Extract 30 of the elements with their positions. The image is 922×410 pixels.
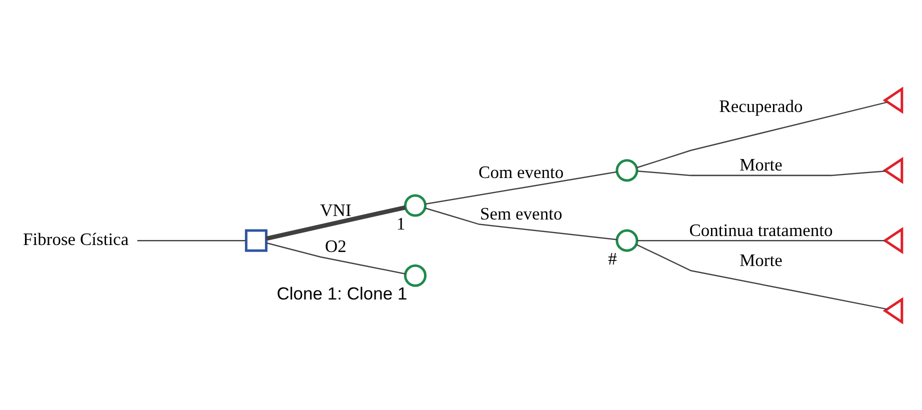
- connector: [425, 207, 618, 240]
- edge-label: O2: [325, 236, 346, 256]
- edge-label: Sem evento: [480, 203, 562, 224]
- connector: [636, 101, 888, 168]
- node-triangle: [882, 296, 904, 324]
- node-circle: [616, 158, 638, 182]
- node-text: Fibrose Cística: [23, 228, 129, 249]
- node-label: 1: [396, 213, 406, 234]
- node-circle: [616, 228, 638, 252]
- edge-label: Continua tratamento: [689, 219, 833, 240]
- edge-label: Com evento: [478, 162, 564, 182]
- node-label: Clone 1: Clone 1: [276, 283, 408, 304]
- node-triangle: [882, 156, 904, 184]
- connector: [266, 204, 406, 240]
- connector: [266, 242, 406, 274]
- edge-label: Recuperado: [719, 95, 803, 116]
- connector: [637, 239, 885, 241]
- connector: [637, 170, 886, 176]
- edge-label: Morte: [740, 249, 782, 270]
- connector: [425, 170, 618, 204]
- node-triangle: [882, 86, 904, 114]
- node-label: #: [608, 248, 617, 268]
- edge-label: VNI: [320, 199, 352, 220]
- connector: [636, 243, 888, 310]
- node-triangle: [882, 226, 904, 254]
- edge-label: Morte: [740, 154, 782, 174]
- node-circle: [404, 194, 427, 216]
- connector: [137, 239, 246, 241]
- node-box: [244, 228, 268, 252]
- node-circle: [404, 264, 427, 286]
